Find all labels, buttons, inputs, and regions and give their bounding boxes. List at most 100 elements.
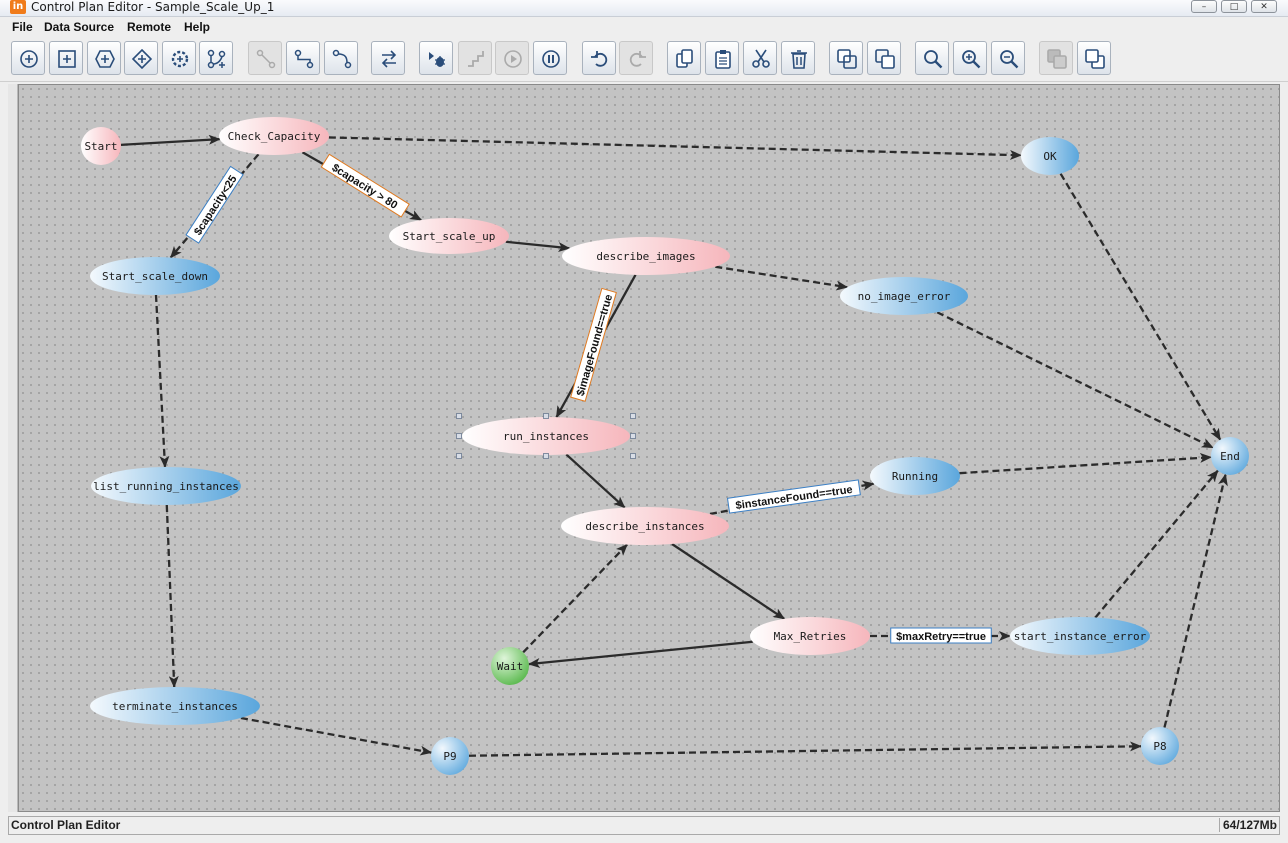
paste-button[interactable] [705, 41, 739, 75]
close-button[interactable]: ✕ [1251, 0, 1277, 13]
node-ri[interactable]: run_instances [456, 413, 636, 459]
edge-start-check[interactable] [120, 134, 221, 146]
add-hexagon-icon [95, 50, 115, 68]
resize-handle[interactable] [630, 453, 636, 459]
node-nie[interactable]: no_image_error [840, 277, 968, 315]
edge-label-box [570, 287, 617, 402]
copy-button[interactable] [667, 41, 701, 75]
edge-labels-layer: $capacity<25 $capacity > 80 $imageFound==t… [185, 153, 992, 644]
edge-label-box [726, 479, 861, 514]
edge-p8-end[interactable] [1163, 473, 1228, 728]
edge-label-mr-sie[interactable]: $maxRetry==true [890, 627, 992, 644]
connect-step-button[interactable] [286, 41, 320, 75]
edge-label-check-ssd[interactable]: $capacity<25 [185, 165, 244, 244]
node-start[interactable]: Start [81, 127, 121, 165]
connect-curve-button[interactable] [324, 41, 358, 75]
node-shape [389, 218, 509, 254]
node-ti[interactable]: terminate_instances [90, 687, 260, 725]
node-label: Check_Capacity [228, 130, 321, 143]
add-diamond-button[interactable] [124, 41, 158, 75]
edge-ok-end[interactable] [1059, 173, 1222, 441]
edge-sie-end[interactable] [1094, 469, 1219, 619]
collapse-strip[interactable] [8, 84, 18, 812]
node-p8[interactable]: P8 [1141, 727, 1179, 765]
ungroup-button[interactable] [867, 41, 901, 75]
node-running[interactable]: Running [870, 457, 960, 495]
node-mr[interactable]: Max_Retries [750, 617, 870, 655]
edge-ssd-lri[interactable] [154, 294, 170, 469]
zoom-in-button[interactable] [953, 41, 987, 75]
edge-label-dins-running[interactable]: $instanceFound==true [726, 479, 861, 514]
connect-button[interactable] [248, 41, 282, 75]
step-button[interactable] [458, 41, 492, 75]
add-square-button[interactable] [49, 41, 83, 75]
add-branch-icon [207, 49, 226, 69]
node-wait[interactable]: Wait [491, 647, 529, 685]
group-button[interactable] [829, 41, 863, 75]
undo-icon [591, 51, 608, 67]
resize-handle[interactable] [630, 413, 636, 419]
edge-ssu-di[interactable] [505, 240, 571, 253]
edge-p9-p8[interactable] [468, 741, 1143, 757]
add-gear-button[interactable] [162, 41, 196, 75]
menu-help[interactable]: Help [184, 20, 211, 34]
add-circle-button[interactable] [11, 41, 45, 75]
add-hexagon-button[interactable] [87, 41, 121, 75]
menu-remote[interactable]: Remote [127, 20, 172, 34]
edge-running-end[interactable] [959, 452, 1213, 475]
node-di[interactable]: describe_images [562, 237, 730, 275]
redo-button[interactable] [619, 41, 653, 75]
menu-file[interactable]: File [12, 20, 33, 34]
front-button[interactable] [1039, 41, 1073, 75]
edge-check-ok[interactable] [328, 136, 1023, 160]
edge-label-box [890, 627, 992, 644]
node-p9[interactable]: P9 [431, 737, 469, 775]
node-shape [840, 277, 968, 315]
cut-button[interactable] [743, 41, 777, 75]
resize-handle[interactable] [456, 433, 462, 439]
back-button[interactable] [1077, 41, 1111, 75]
edge-ri-dins[interactable] [565, 453, 626, 509]
edge-label-text: $capacity > 80 [330, 162, 400, 212]
zoom-button[interactable] [915, 41, 949, 75]
node-ssd[interactable]: Start_scale_down [90, 257, 220, 295]
resize-handle[interactable] [543, 453, 549, 459]
undo-button[interactable] [582, 41, 616, 75]
add-circle-icon [20, 50, 38, 68]
edge-label-box [185, 165, 244, 244]
node-lri[interactable]: list_running_instances [91, 467, 241, 505]
edge-label-box [320, 153, 410, 218]
delete-button[interactable] [781, 41, 815, 75]
node-dins[interactable]: describe_instances [561, 507, 729, 545]
resize-handle[interactable] [456, 413, 462, 419]
node-check[interactable]: Check_Capacity [219, 117, 329, 155]
node-label: describe_instances [585, 520, 704, 533]
zoom-out-button[interactable] [991, 41, 1025, 75]
zoom-in-icon [962, 50, 981, 69]
play-button[interactable] [495, 41, 529, 75]
resize-handle[interactable] [543, 413, 549, 419]
edge-label-check-ssu[interactable]: $capacity > 80 [320, 153, 410, 218]
edge-wait-dins[interactable] [522, 543, 628, 654]
edge-ti-p9[interactable] [240, 716, 433, 756]
edge-nie-end[interactable] [936, 311, 1214, 449]
debug-button[interactable] [419, 41, 453, 75]
minimize-button[interactable]: – [1191, 0, 1217, 13]
edge-label-di-ri[interactable]: $imageFound==true [570, 287, 617, 402]
pause-button[interactable] [533, 41, 567, 75]
resize-handle[interactable] [630, 433, 636, 439]
add-branch-button[interactable] [199, 41, 233, 75]
node-end[interactable]: End [1211, 437, 1249, 475]
edge-lri-ti[interactable] [165, 504, 179, 688]
menu-data-source[interactable]: Data Source [44, 20, 115, 34]
edge-mr-wait[interactable] [527, 640, 753, 668]
edge-di-nie[interactable] [715, 265, 849, 291]
maximize-button[interactable]: □ [1221, 0, 1247, 13]
node-ssu[interactable]: Start_scale_up [389, 218, 509, 254]
node-sie[interactable]: start_instance_error [1010, 617, 1150, 655]
edge-dins-mr[interactable] [671, 543, 786, 620]
swap-button[interactable] [371, 41, 405, 75]
node-ok[interactable]: OK [1021, 137, 1079, 175]
resize-handle[interactable] [456, 453, 462, 459]
